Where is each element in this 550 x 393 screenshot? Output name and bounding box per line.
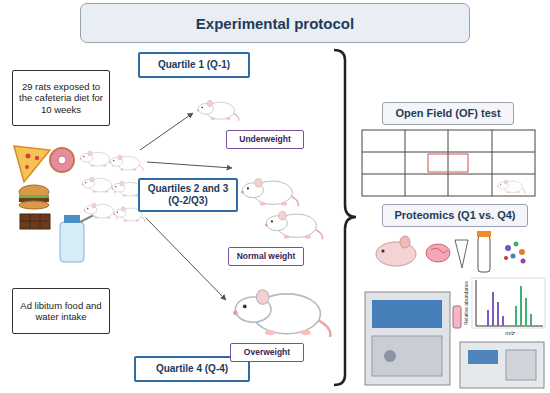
group-box: Quartiles 2 and 3 (Q-2/Q3) — [138, 178, 238, 212]
axis-label: m/z — [505, 330, 515, 336]
weight-label-box: Overweight — [230, 343, 304, 362]
node-text: Quartiles 2 and 3 (Q-2/Q3) — [144, 183, 232, 207]
node-text: Overweight — [244, 347, 290, 357]
title-box: Experimental protocol — [80, 3, 470, 43]
water-bottle — [60, 214, 96, 262]
method-box: Open Field (OF) test — [382, 102, 514, 125]
node-text: Open Field (OF) test — [395, 107, 500, 120]
weight-label-box: Normal weight — [228, 247, 304, 266]
rat-group — [80, 151, 145, 222]
normal-rat — [241, 178, 298, 206]
underweight-rat — [197, 100, 239, 120]
axis-label: Relative abundance — [463, 281, 469, 325]
brace — [334, 50, 356, 385]
info-box: 29 rats exposed to the cafeteria diet fo… — [12, 70, 110, 126]
node-text: Proteomics (Q1 vs. Q4) — [394, 209, 515, 222]
node-text: Quartile 4 (Q-4) — [156, 363, 228, 375]
weight-label-box: Underweight — [226, 130, 304, 149]
node-text: Underweight — [239, 134, 290, 144]
group-box: Quartile 1 (Q-1) — [138, 52, 250, 78]
normal-rat — [265, 211, 322, 239]
node-text: 29 rats exposed to the cafeteria diet fo… — [17, 81, 105, 115]
node-text: Normal weight — [237, 251, 296, 261]
title-text: Experimental protocol — [196, 15, 354, 32]
info-box: Ad libitum food and water intake — [12, 288, 110, 334]
hplc-unit — [460, 342, 544, 388]
node-text: Quartile 1 (Q-1) — [158, 59, 230, 71]
mass-spectrometer — [365, 292, 461, 385]
method-box: Proteomics (Q1 vs. Q4) — [382, 204, 528, 227]
open-field-arena — [362, 130, 535, 196]
proteomics-icons — [376, 231, 526, 272]
mass-spectrum — [472, 278, 545, 328]
node-text: Ad libitum food and water intake — [17, 300, 105, 323]
overweight-rat — [233, 290, 330, 337]
